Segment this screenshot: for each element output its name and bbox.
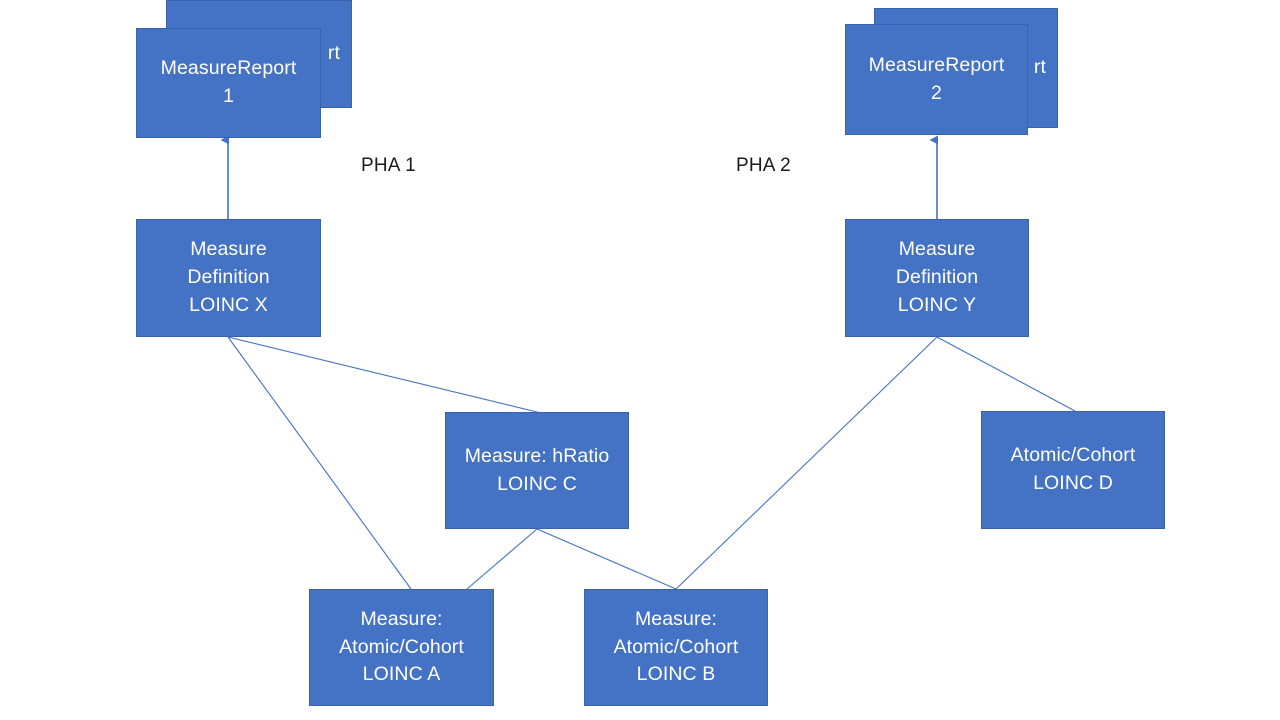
atomic-cohort-loinc-d-card[interactable]: Atomic/Cohort LOINC D <box>981 411 1165 529</box>
measure-atomic-cohort-loinc-a-card[interactable]: Measure: Atomic/Cohort LOINC A <box>309 589 494 706</box>
line-def-y-to-cohort-d <box>936 336 1076 412</box>
measure-definition-loinc-y-card[interactable]: Measure Definition LOINC Y <box>845 219 1029 337</box>
measure-report-2-card[interactable]: MeasureReport 2 <box>845 24 1028 135</box>
pha-2-label: PHA 2 <box>736 155 791 176</box>
line-def-x-to-atomic-a <box>227 336 412 590</box>
line-hratio-c-to-atomic-a <box>466 528 538 590</box>
pha-1-label: PHA 1 <box>361 155 416 176</box>
line-def-y-to-atomic-b <box>675 336 938 590</box>
measure-definition-loinc-x-card[interactable]: Measure Definition LOINC X <box>136 219 321 337</box>
line-def-x-to-hratio-c <box>227 336 542 414</box>
measure-report-1-card[interactable]: MeasureReport 1 <box>136 28 321 138</box>
measure-hratio-loinc-c-card[interactable]: Measure: hRatio LOINC C <box>445 412 629 529</box>
line-hratio-c-to-atomic-b <box>536 528 677 590</box>
measure-atomic-cohort-loinc-b-card[interactable]: Measure: Atomic/Cohort LOINC B <box>584 589 768 706</box>
